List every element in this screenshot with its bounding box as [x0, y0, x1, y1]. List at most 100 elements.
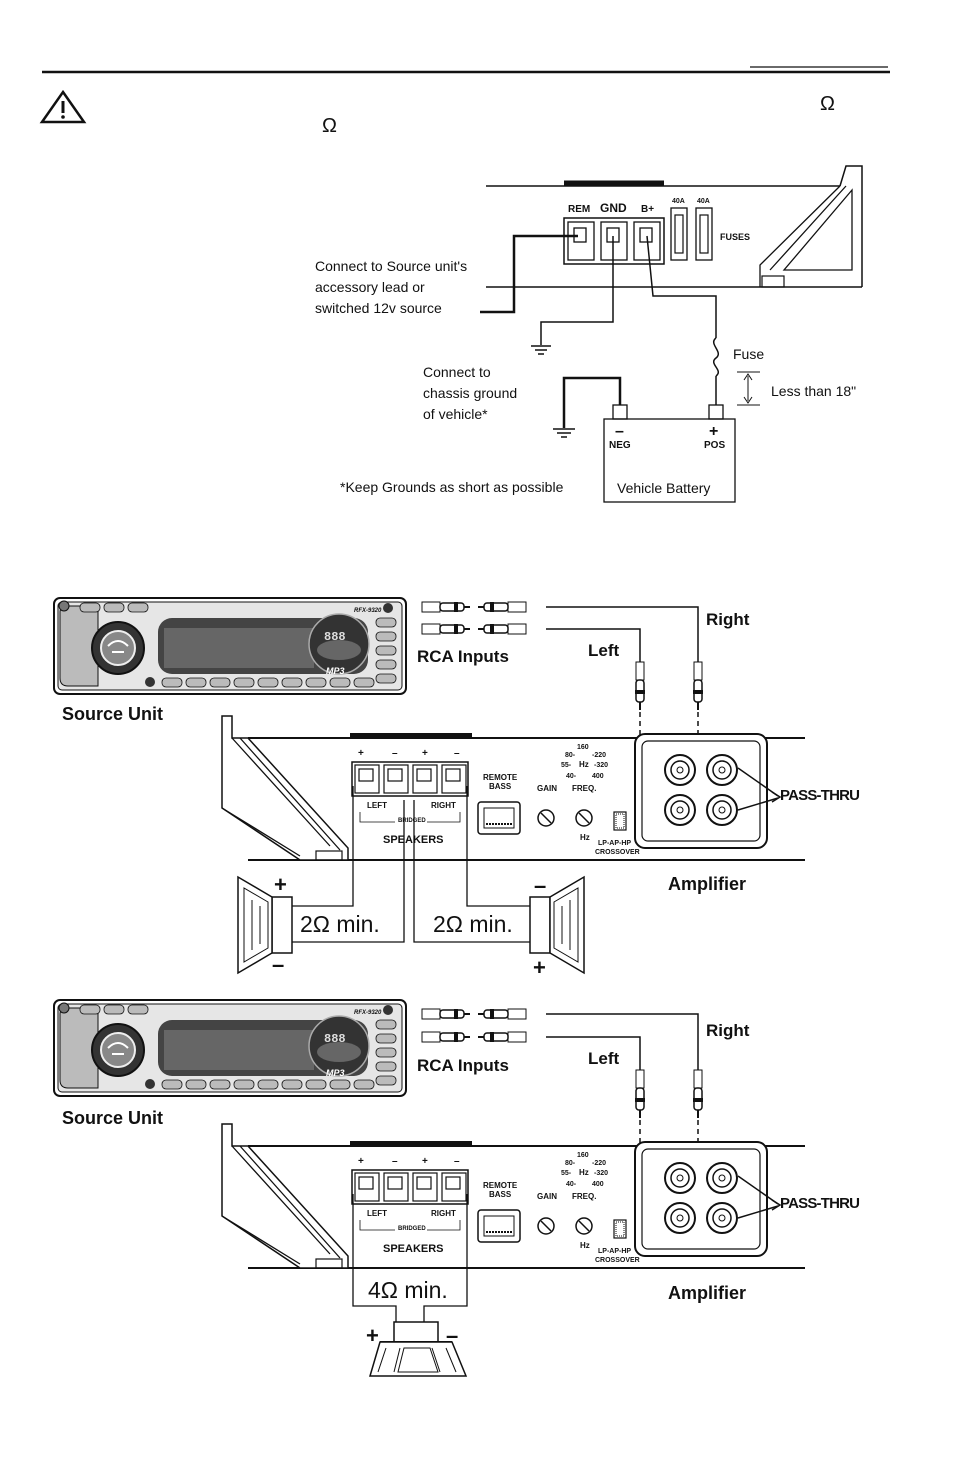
- right-channel-label-2: RIGHT: [431, 1209, 456, 1218]
- rca-inputs-label-1: RCA Inputs: [417, 647, 509, 666]
- terminal-rem-label: REM: [568, 204, 590, 215]
- freq-scale-1-80: 80-: [565, 752, 576, 759]
- source-unit-1: [53, 597, 407, 695]
- polarity-2: –: [392, 748, 398, 759]
- freq-scale-2-160: 160: [577, 1152, 589, 1159]
- freq-scale-2-400: 400: [592, 1181, 604, 1188]
- polarity-3: +: [422, 748, 428, 759]
- bplus-wire: [646, 235, 717, 338]
- crossover-label-1a: LP-AP-HP: [598, 840, 631, 847]
- battery-ground-wire: [562, 376, 622, 428]
- fuse-rating-1: 40A: [672, 198, 685, 205]
- freq-label-2: FREQ.: [572, 1192, 596, 1201]
- speaker-right-1: [529, 875, 585, 975]
- pass-thru-label-1: PASS-THRU: [780, 787, 859, 804]
- polarity-1: +: [358, 748, 364, 759]
- amplifier-2: [221, 1123, 806, 1269]
- freq-scale-2-55: 55-: [561, 1170, 572, 1177]
- fuse-symbol: [713, 337, 719, 377]
- amplifier-label-2: Amplifier: [668, 1283, 746, 1303]
- source-unit-2: [53, 999, 407, 1097]
- terminal-gnd-label: GND: [600, 201, 627, 215]
- crossover-label-2a: LP-AP-HP: [598, 1248, 631, 1255]
- speaker-left-minus: –: [272, 952, 284, 977]
- freq-scale-2-hz: Hz: [579, 1168, 589, 1177]
- crossover-label-2b: CROSSOVER: [595, 1257, 640, 1264]
- bridged-label-1: BRIDGED: [398, 818, 426, 824]
- right-label-2: Right: [706, 1021, 750, 1040]
- rca-right-plug-2: [692, 1069, 704, 1119]
- rca-inputs-label-2: RCA Inputs: [417, 1056, 509, 1075]
- distance-arrow: [737, 371, 760, 406]
- fuses-label: FUSES: [720, 232, 750, 242]
- ground-note-line-3: of vehicle*: [423, 406, 488, 422]
- rca-right-plug-1: [692, 661, 704, 711]
- right-channel-label-1: RIGHT: [431, 801, 456, 810]
- crossover-label-1b: CROSSOVER: [595, 849, 640, 856]
- rem-note-line-3: switched 12v source: [315, 300, 442, 316]
- rca-right-cable-2: [546, 1013, 699, 1070]
- rca-left-cable-1: [546, 628, 641, 662]
- mono-speaker-minus: –: [446, 1323, 458, 1348]
- gnd-wire: [540, 236, 614, 345]
- battery-neg-label: NEG: [609, 440, 631, 451]
- battery-pos-sign: +: [709, 423, 718, 440]
- mono-speaker-plus: +: [366, 1323, 379, 1348]
- vehicle-battery: [603, 404, 736, 503]
- bridged-label-2: BRIDGED: [398, 1226, 426, 1232]
- omega-symbol-right: Ω: [820, 93, 835, 115]
- ground-symbol-2: [553, 428, 575, 438]
- terminal-bplus-label: B+: [641, 204, 654, 215]
- left-label-2: Left: [588, 1049, 620, 1068]
- polarity-2-2: –: [392, 1156, 398, 1167]
- polarity-2-4: –: [454, 1156, 460, 1167]
- rca-left-plug-2: [634, 1069, 646, 1119]
- rca-pair-left-2: [421, 1031, 527, 1043]
- battery-neg-sign: –: [615, 423, 624, 440]
- hz-label-2: Hz: [580, 1241, 590, 1250]
- freq-scale-2-320: -320: [594, 1170, 608, 1177]
- freq-scale-1-hz: Hz: [579, 760, 589, 769]
- freq-scale-1-400: 400: [592, 773, 604, 780]
- speakers-label-1: SPEAKERS: [383, 834, 444, 846]
- speaker-left-impedance: 2Ω min.: [300, 911, 380, 937]
- omega-symbol-left: Ω: [322, 115, 337, 137]
- freq-scale-1-320: -320: [594, 762, 608, 769]
- freq-scale-1-40: 40-: [566, 773, 577, 780]
- fuse-label: Fuse: [733, 346, 764, 362]
- ground-symbol-1: [531, 345, 551, 355]
- speaker-left-plus: +: [274, 872, 287, 897]
- rem-note-line-1: Connect to Source unit's: [315, 258, 467, 274]
- remote-bass-label-2b: BASS: [489, 1190, 512, 1199]
- remote-bass-label-1b: BASS: [489, 782, 512, 791]
- freq-scale-2-80: 80-: [565, 1160, 576, 1167]
- speaker-right-impedance: 2Ω min.: [433, 911, 513, 937]
- rem-note-line-2: accessory lead or: [315, 279, 425, 295]
- rca-right-cable-1: [546, 606, 699, 662]
- freq-scale-1-160: 160: [577, 744, 589, 751]
- ground-note-line-2: chassis ground: [423, 385, 517, 401]
- freq-scale-2-220: -220: [592, 1160, 606, 1167]
- pass-thru-label-2: PASS-THRU: [780, 1195, 859, 1212]
- rca-pair-right-1: [421, 601, 527, 613]
- rem-wire: [480, 234, 578, 314]
- left-label-1: Left: [588, 641, 620, 660]
- remote-bass-label-2a: REMOTE: [483, 1181, 518, 1190]
- mono-speaker-impedance: 4Ω min.: [368, 1277, 448, 1303]
- speaker-right-minus: –: [534, 873, 546, 898]
- subwoofer-speaker: [368, 1321, 468, 1377]
- ground-note-line-1: Connect to: [423, 364, 491, 380]
- speaker-left-1: [237, 875, 293, 975]
- gain-label-1: GAIN: [537, 784, 557, 793]
- rca-pair-left-1: [421, 623, 527, 635]
- freq-scale-1-55: 55-: [561, 762, 572, 769]
- distance-label: Less than 18": [771, 383, 856, 399]
- ground-footnote: *Keep Grounds as short as possible: [340, 479, 564, 495]
- rca-pair-right-2: [421, 1008, 527, 1020]
- rca-left-cable-2: [546, 1036, 641, 1070]
- fuse-rating-2: 40A: [697, 198, 710, 205]
- rca-left-plug-1: [634, 661, 646, 711]
- warning-icon: [39, 89, 87, 124]
- gain-label-2: GAIN: [537, 1192, 557, 1201]
